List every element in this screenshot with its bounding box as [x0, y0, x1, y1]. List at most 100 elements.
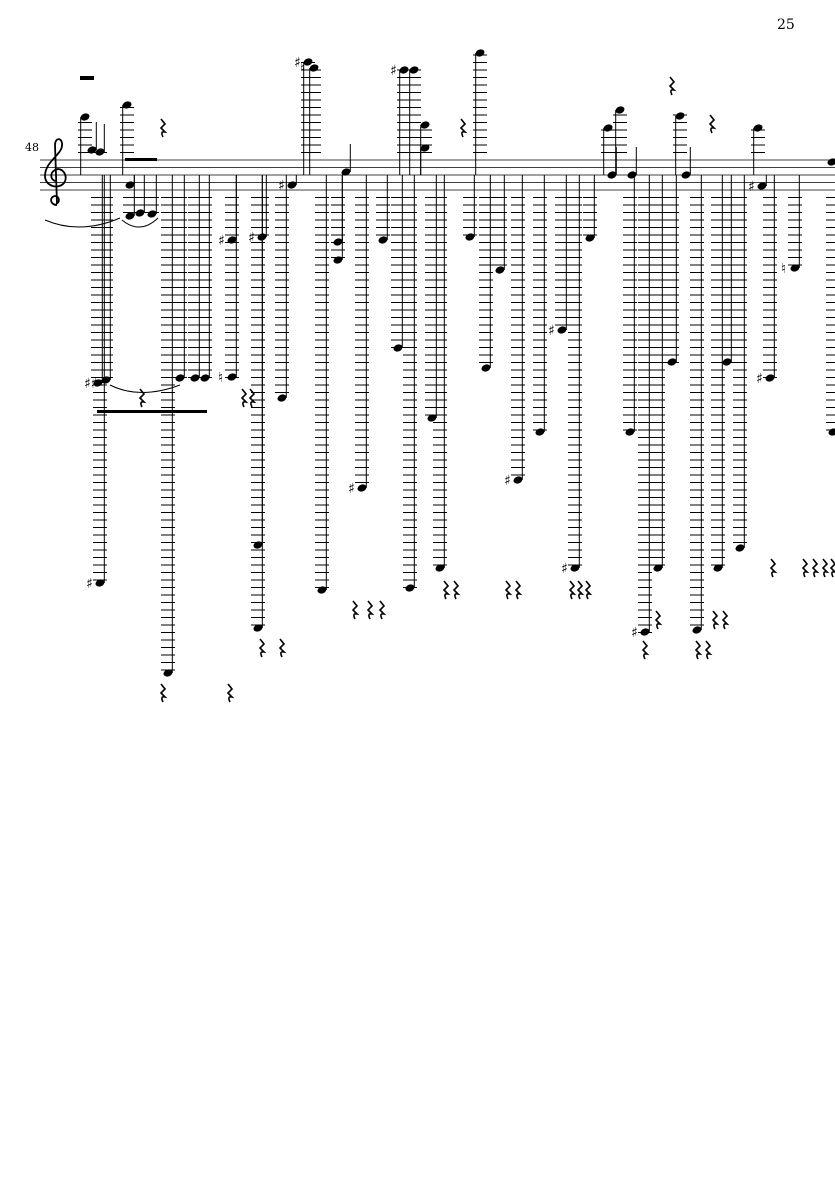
quarter-rest — [504, 580, 513, 600]
notehead — [333, 256, 343, 264]
quarter-rest — [278, 638, 287, 658]
notehead — [357, 484, 367, 492]
notehead — [405, 584, 415, 592]
note — [583, 175, 597, 242]
note: ♮ — [781, 175, 802, 277]
note — [85, 122, 99, 154]
quarter-rest — [654, 610, 663, 630]
slur — [109, 384, 181, 393]
accidental: ♯ — [86, 576, 93, 592]
notehead — [513, 476, 523, 484]
notehead — [827, 158, 835, 166]
accidental: ♯ — [756, 371, 763, 387]
accidental: ♮ — [781, 261, 786, 277]
note: ♯ — [756, 175, 777, 387]
notehead — [603, 124, 613, 132]
quarter-rest — [226, 683, 235, 703]
note — [651, 175, 665, 572]
notehead — [640, 628, 650, 636]
notehead — [475, 49, 485, 57]
notehead — [227, 236, 237, 244]
note: ♮ — [218, 175, 239, 386]
quarter-rest — [584, 580, 593, 600]
quarter-rest — [811, 558, 820, 578]
slur — [121, 217, 159, 228]
quarter-rest — [829, 558, 835, 578]
accidental: ♮ — [218, 370, 223, 386]
note — [403, 175, 417, 592]
notehead — [653, 564, 663, 572]
slur — [44, 217, 121, 228]
notehead — [101, 376, 111, 384]
note — [376, 175, 390, 244]
note — [613, 106, 627, 175]
note — [627, 147, 637, 179]
accidental: ♮ — [300, 61, 305, 77]
accidental: ♯ — [278, 178, 285, 194]
note — [133, 175, 147, 217]
quarter-rest — [668, 76, 677, 96]
page-number: 25 — [777, 17, 795, 33]
note: ♯ — [748, 175, 767, 195]
treble-clef-icon — [44, 138, 67, 206]
notehead — [681, 171, 691, 179]
beam — [97, 410, 207, 413]
note — [161, 175, 175, 677]
note — [407, 66, 421, 175]
quarter-rest — [459, 118, 468, 138]
quarter-rest — [248, 388, 257, 408]
notehead — [435, 564, 445, 572]
note — [623, 175, 637, 436]
quarter-rest — [769, 558, 778, 578]
staff-lines — [40, 159, 835, 191]
notehead — [585, 234, 595, 242]
notehead — [495, 266, 505, 274]
quarter-rest — [159, 683, 168, 703]
note: ♯ — [278, 175, 297, 194]
accidental: ♯ — [504, 473, 511, 489]
quarter-rest — [694, 640, 703, 660]
notehead — [253, 624, 263, 632]
accidental: ♯ — [561, 561, 568, 577]
quarter-rest — [821, 558, 830, 578]
notehead — [200, 374, 210, 382]
accidental: ♯ — [248, 230, 255, 246]
note: ♯ — [348, 175, 369, 497]
note — [493, 175, 507, 274]
notehead — [287, 181, 297, 189]
note — [173, 175, 187, 382]
note: ♯ — [390, 63, 411, 175]
quarter-rest — [351, 600, 360, 620]
notehead — [615, 106, 625, 114]
accidental: ♯♯ — [84, 376, 98, 392]
note — [681, 147, 691, 179]
notehead — [125, 181, 135, 189]
note — [690, 175, 704, 634]
notehead — [757, 182, 767, 190]
note — [673, 112, 687, 175]
quarter-rest — [240, 388, 249, 408]
quarter-rest — [378, 600, 387, 620]
notehead — [557, 326, 567, 334]
notehead — [607, 171, 617, 179]
accidental: ♯ — [548, 323, 555, 339]
notehead — [95, 148, 105, 156]
note — [463, 175, 477, 241]
note — [720, 175, 734, 366]
notehead — [175, 374, 185, 382]
notehead — [277, 394, 287, 402]
notehead — [409, 66, 419, 74]
notehead — [163, 669, 173, 677]
note — [665, 175, 679, 366]
beam — [125, 158, 157, 161]
accidental: ♯ — [348, 481, 355, 497]
notehead — [393, 344, 403, 352]
notehead — [147, 210, 157, 218]
notehead — [135, 209, 145, 217]
quarter-rest — [442, 580, 451, 600]
note — [473, 49, 487, 175]
notehead — [722, 358, 732, 366]
rests-layer — [138, 76, 835, 703]
notehead — [399, 66, 409, 74]
